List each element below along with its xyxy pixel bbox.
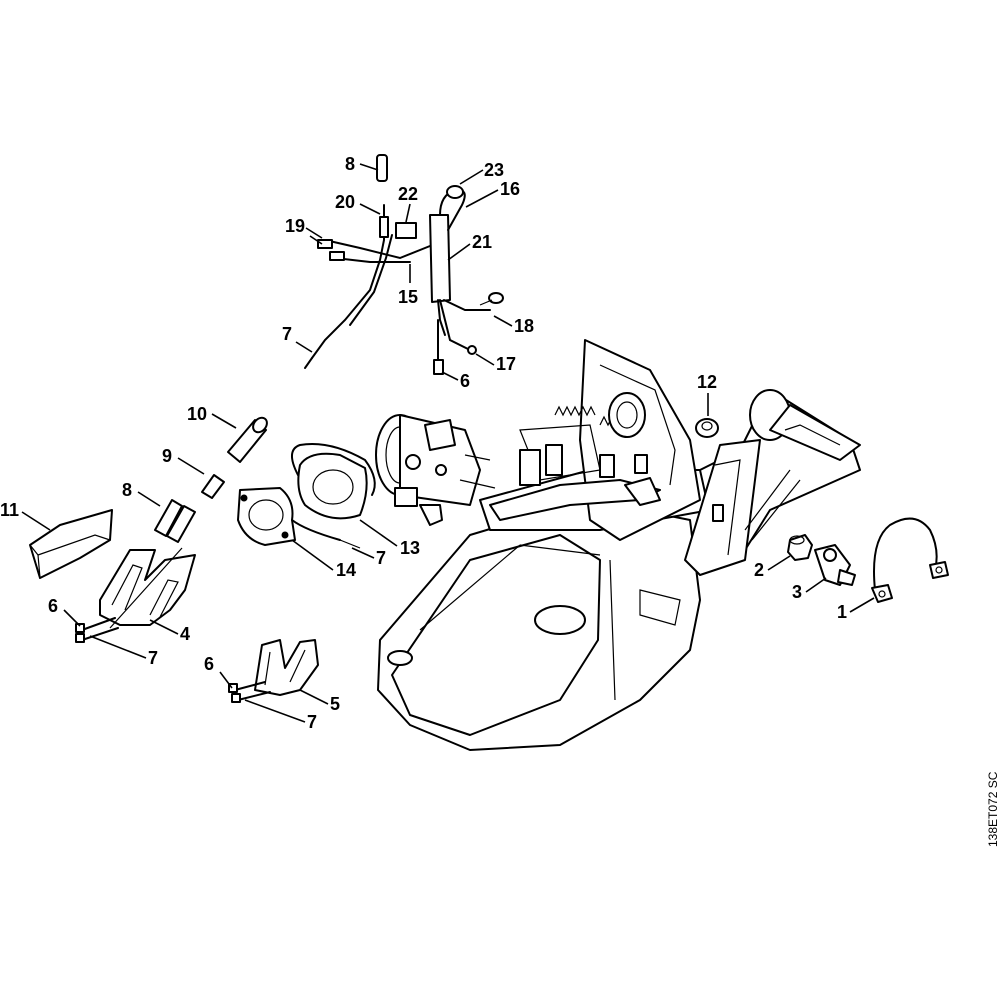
cover-11	[29, 509, 113, 579]
callout-6-left: 6	[48, 596, 58, 616]
callout-11: 11	[0, 500, 19, 520]
callout-7-mid: 7	[376, 548, 386, 568]
callout-13: 13	[400, 538, 420, 558]
handle-housing	[377, 339, 861, 751]
callout-23: 23	[484, 160, 504, 180]
callout-8-left: 8	[122, 480, 132, 500]
callout-7-top: 7	[282, 324, 292, 344]
callout-20: 20	[335, 192, 355, 212]
heating-element-5	[228, 639, 319, 703]
cable-1	[871, 517, 949, 603]
callout-14: 14	[336, 560, 356, 580]
callout-22: 22	[398, 184, 418, 204]
callout-19: 19	[285, 216, 305, 236]
callout-12: 12	[697, 372, 717, 392]
part-2	[787, 534, 813, 561]
drawing-code: 138ET072 SC	[986, 771, 1000, 847]
callout-9: 9	[162, 446, 172, 466]
heating-element-4	[75, 547, 196, 643]
wiring-harness	[304, 154, 504, 375]
callout-2: 2	[754, 560, 764, 580]
callout-labels: 8 23 16 22 20 19 21 15 7 18 17 6 12 10 9…	[0, 154, 875, 732]
nut-12	[695, 418, 719, 438]
callout-7-left: 7	[148, 648, 158, 668]
sleeve-9	[201, 474, 225, 499]
callout-7-bottom: 7	[307, 712, 317, 732]
gasket-13	[291, 443, 376, 520]
callout-6-bottom: 6	[204, 654, 214, 674]
callout-10: 10	[187, 404, 207, 424]
carburetor	[375, 414, 496, 526]
callout-4: 4	[180, 624, 190, 644]
callout-1: 1	[837, 602, 847, 622]
callout-5: 5	[330, 694, 340, 714]
insulating-tube-10	[227, 416, 268, 463]
callout-15: 15	[398, 287, 418, 307]
callout-3: 3	[792, 582, 802, 602]
callout-6-top: 6	[460, 371, 470, 391]
callout-21: 21	[472, 232, 492, 252]
callout-8-top: 8	[345, 154, 355, 174]
callout-18: 18	[514, 316, 534, 336]
sleeves-8	[154, 499, 196, 543]
callout-16: 16	[500, 179, 520, 199]
gasket-14	[237, 487, 361, 549]
callout-17: 17	[496, 354, 516, 374]
part-3	[814, 544, 856, 586]
